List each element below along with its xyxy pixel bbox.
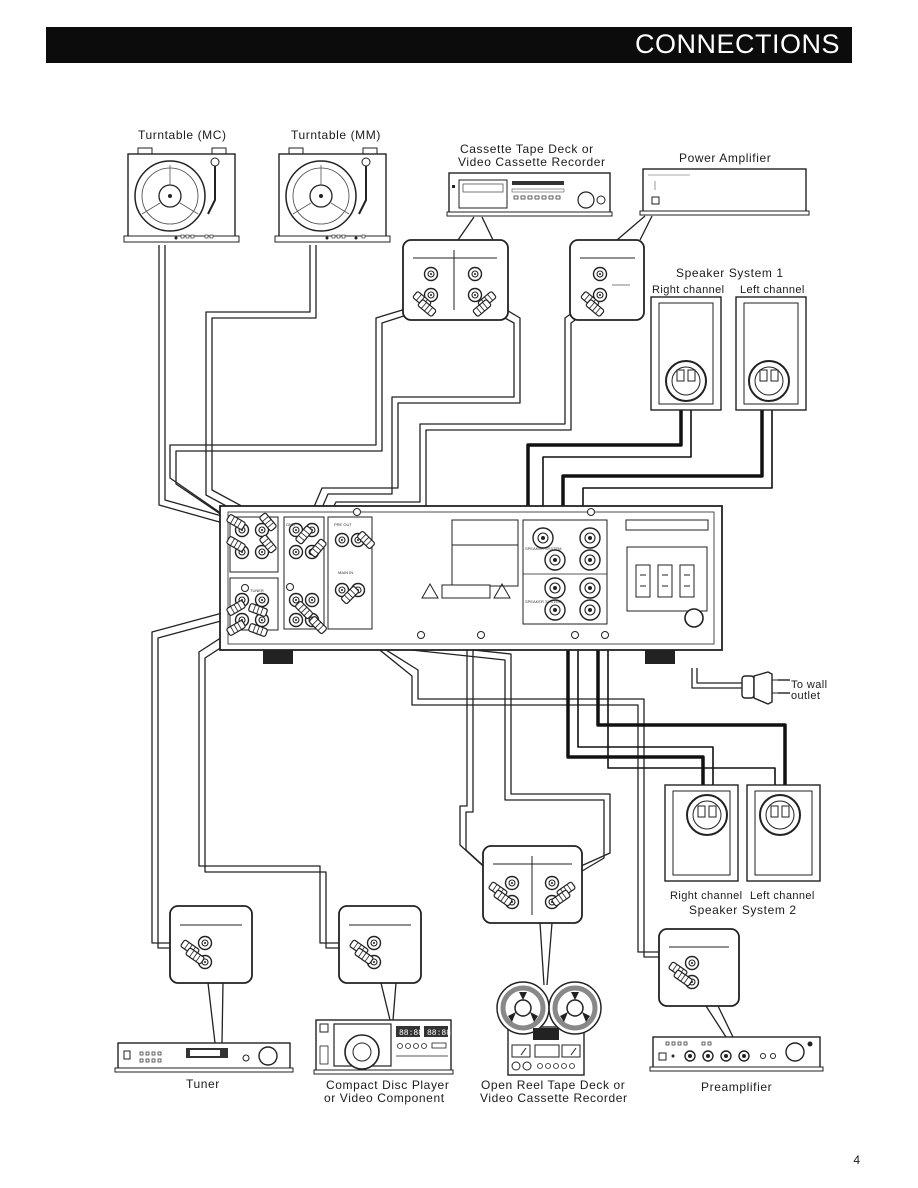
cd-player: 88:88 88:88 — [313, 1019, 454, 1075]
tuner — [114, 1042, 294, 1073]
svg-text:SPEAKER SYSTEM: SPEAKER SYSTEM — [525, 599, 561, 604]
svg-text:PRE OUT: PRE OUT — [334, 522, 352, 527]
label-reel-line1: Open Reel Tape Deck or — [481, 1078, 625, 1092]
label-wall-line2: outlet — [791, 690, 820, 702]
label-speaker1-title: Speaker System 1 — [676, 266, 784, 280]
label-tuner: Tuner — [186, 1077, 220, 1091]
svg-text:GND: GND — [286, 522, 295, 527]
open-reel-deck — [497, 982, 601, 1076]
reel-jack-callout — [482, 845, 583, 986]
tuner-jack-callout — [169, 905, 253, 1044]
label-cassette-line1: Cassette Tape Deck or — [460, 142, 594, 156]
preamp-jack-callout — [658, 928, 740, 1038]
svg-text:88:88: 88:88 — [399, 1029, 423, 1038]
amplifier-panel-text: GND PRE OUT MAIN IN TUNER SPEAKER SYSTEM… — [250, 522, 561, 604]
cd-jack-callout — [338, 905, 422, 1021]
label-cassette-line2: Video Cassette Recorder — [458, 155, 606, 169]
label-turntable-mc: Turntable (MC) — [138, 128, 227, 142]
cassette-deck — [446, 172, 613, 217]
header-bar: CONNECTIONS — [46, 27, 852, 63]
amplifier-rear-panel — [219, 505, 723, 664]
label-speaker2-title: Speaker System 2 — [689, 903, 797, 917]
cassette-jack-callout — [402, 216, 509, 321]
label-speaker2-left: Left channel — [750, 890, 815, 902]
turntable-mc — [123, 147, 240, 243]
speaker-system-1 — [650, 296, 807, 411]
label-reel-line2: Video Cassette Recorder — [480, 1091, 628, 1105]
preamplifier — [649, 1036, 824, 1072]
power-amp-jack-callout — [569, 215, 653, 321]
speaker-system-2 — [664, 784, 821, 882]
label-cd-line1: Compact Disc Player — [326, 1078, 449, 1092]
label-turntable-mm: Turntable (MM) — [291, 128, 381, 142]
label-cd-line2: or Video Component — [324, 1091, 445, 1105]
label-speaker2-right: Right channel — [670, 890, 742, 902]
label-wall-line1: To wall — [791, 679, 827, 691]
svg-text:TUNER: TUNER — [250, 588, 264, 593]
speaker-wires — [526, 384, 787, 810]
label-speaker1-right: Right channel — [652, 284, 724, 296]
ac-power-plug — [741, 671, 790, 705]
svg-text:SPEAKER SYSTEM: SPEAKER SYSTEM — [525, 546, 561, 551]
label-speaker1-left: Left channel — [740, 284, 805, 296]
page-number: 4 — [853, 1153, 860, 1167]
power-amplifier — [639, 168, 810, 216]
labels: Turntable (MC) Turntable (MM) Cassette T… — [138, 128, 827, 1105]
page-title: CONNECTIONS — [634, 29, 840, 59]
label-preamp: Preamplifier — [701, 1080, 772, 1094]
label-power-amp: Power Amplifier — [679, 151, 771, 165]
turntable-mm — [274, 147, 391, 243]
svg-text:88:88: 88:88 — [427, 1029, 451, 1038]
svg-text:MAIN IN: MAIN IN — [338, 570, 353, 575]
